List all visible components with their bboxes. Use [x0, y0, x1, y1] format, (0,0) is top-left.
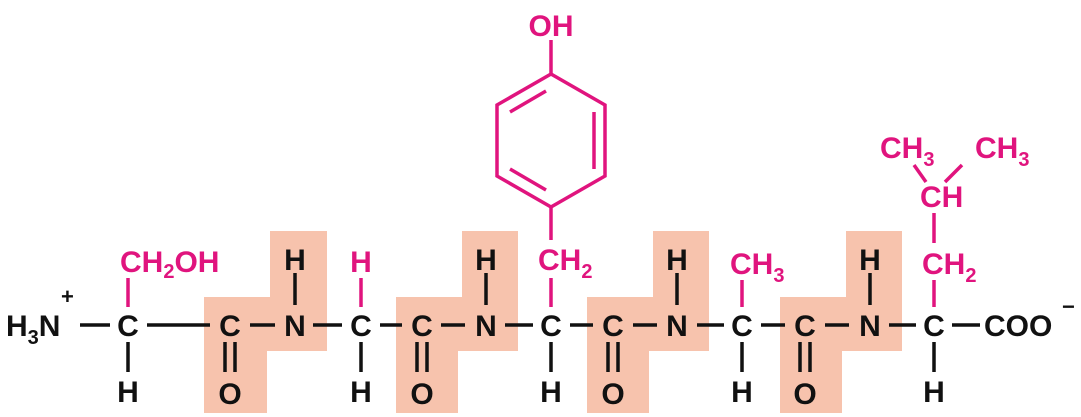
- bond-leu-ch-ch3-right: [943, 163, 964, 184]
- n-terminus: H3N: [6, 310, 60, 349]
- carbonyl-carbon-2: C: [411, 310, 433, 343]
- amide-hydrogen-2: H: [475, 244, 497, 277]
- c-terminus-charge: −: [1062, 294, 1075, 319]
- leucine-ch2: CH2: [922, 248, 976, 287]
- alpha-hydrogen-1: H: [117, 376, 139, 409]
- carbonyl-double-bond-3: [606, 342, 620, 372]
- phenyl-inner-bond-3: [509, 167, 547, 192]
- n-terminus-charge: +: [61, 284, 74, 309]
- tyrosine-hydroxyl: OH: [529, 10, 574, 43]
- alpha-carbon-5: C: [923, 310, 945, 343]
- leucine-methyl-right: CH3: [975, 132, 1029, 171]
- carbonyl-oxygen-3: O: [601, 378, 624, 411]
- amide-nitrogen-3: N: [666, 310, 688, 343]
- carbonyl-double-bond-2: [415, 342, 429, 372]
- phenyl-ring-outer: [495, 71, 607, 210]
- c-terminus: COO: [984, 310, 1052, 343]
- alpha-hydrogen-2: H: [350, 376, 372, 409]
- phenyl-inner-bond-2: [509, 89, 547, 114]
- alpha-hydrogen-3: H: [540, 376, 562, 409]
- side-chain-atoms: CH2OH H CH2 OH CH3 CH2 CH CH3 CH3: [120, 10, 1029, 287]
- side-chain-bonds: [126, 40, 964, 307]
- carbonyl-oxygen-1: O: [218, 378, 241, 411]
- tyrosine-ch2: CH2: [538, 244, 592, 283]
- alpha-carbon-2: C: [350, 310, 372, 343]
- tyrosine-phenyl-ring: [495, 71, 607, 210]
- backbone-bonds: [80, 273, 980, 372]
- amide-hydrogen-3: H: [666, 244, 688, 277]
- alpha-hydrogen-4: H: [731, 376, 753, 409]
- amide-nitrogen-2: N: [475, 310, 497, 343]
- amide-nitrogen-1: N: [284, 310, 306, 343]
- backbone-atoms: H3N + C C C C C H H H H H C C C C O O O …: [6, 244, 1075, 411]
- carbonyl-oxygen-4: O: [793, 378, 816, 411]
- alpha-carbon-4: C: [731, 310, 753, 343]
- alanine-side-chain: CH3: [730, 248, 784, 287]
- alpha-hydrogen-5: H: [923, 376, 945, 409]
- serine-side-chain: CH2OH: [120, 246, 219, 283]
- leucine-methyl-left: CH3: [880, 132, 934, 171]
- carbonyl-carbon-4: C: [794, 310, 816, 343]
- carbonyl-double-bond-4: [798, 342, 812, 372]
- alpha-carbon-1: C: [117, 310, 139, 343]
- amide-hydrogen-1: H: [284, 244, 306, 277]
- alpha-carbon-3: C: [540, 310, 562, 343]
- carbonyl-oxygen-2: O: [410, 378, 433, 411]
- leucine-ch: CH: [920, 181, 963, 214]
- carbonyl-double-bond-1: [223, 342, 237, 372]
- glycine-side-chain: H: [350, 246, 372, 279]
- carbonyl-carbon-1: C: [219, 310, 241, 343]
- carbonyl-carbon-3: C: [602, 310, 624, 343]
- amide-nitrogen-4: N: [859, 310, 881, 343]
- bond-leu-ch-ch3-left: [912, 163, 928, 184]
- amide-hydrogen-4: H: [859, 244, 881, 277]
